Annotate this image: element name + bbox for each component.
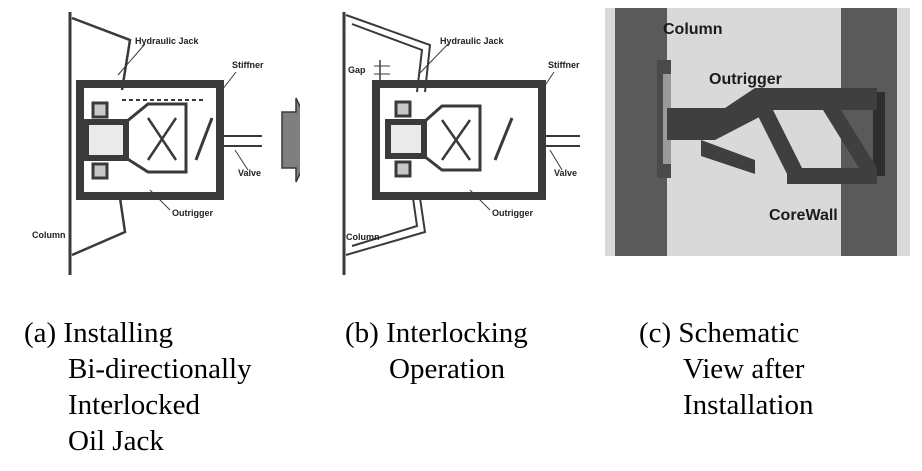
jack-cap-top — [91, 101, 109, 119]
outrigger-bottom-chord — [787, 168, 877, 184]
outrigger-lower-arm — [701, 140, 755, 174]
upper-bracket-inner — [351, 23, 424, 93]
label-hydraulic-jack: Hydraulic Jack — [135, 36, 200, 46]
outrigger-upper-arm — [667, 88, 877, 140]
upper-bracket — [71, 16, 132, 91]
leader-stiffner — [541, 71, 555, 91]
label-outrigger: Outrigger — [172, 208, 213, 218]
truss-diag-2 — [146, 117, 178, 161]
caption-b-line-1: (b) Interlocking — [345, 317, 528, 349]
outrigger-box — [76, 80, 224, 200]
diagram-panel-a: Hydraulic Jack Stiffner Valve Outrigger … — [0, 0, 300, 290]
caption-a: (a) Installing Bi-directionally Interloc… — [24, 315, 252, 459]
caption-b: (b) Interlocking Operation — [345, 315, 528, 387]
label-hydraulic-jack: Hydraulic Jack — [440, 36, 505, 46]
outrigger-diagonal — [755, 110, 805, 174]
caption-c-line-2: View after — [683, 353, 805, 385]
label-valve: Valve — [554, 168, 577, 178]
jack-body — [385, 119, 427, 159]
jack-body — [83, 119, 129, 161]
caption-c-line-3: Installation — [683, 389, 814, 421]
core-wall-bracket — [873, 92, 885, 176]
jack-cap-bottom — [91, 162, 109, 180]
label-column: Column — [663, 21, 723, 38]
lower-bracket-inner — [351, 197, 419, 247]
interlocking-diagram: Hydraulic Jack Gap Stiffner Valve Outrig… — [342, 12, 580, 275]
leader-jack — [117, 43, 146, 76]
diagram-panel-c: Column Outrigger CoreWall — [605, 0, 915, 260]
stiffner-bar — [194, 117, 214, 161]
caption-a-line-4: Oil Jack — [68, 425, 164, 457]
label-column: Column — [346, 232, 380, 242]
lower-bracket-outer — [345, 197, 427, 256]
label-column: Column — [32, 230, 66, 240]
upper-bracket-outer — [345, 14, 432, 93]
caption-c-line-1: (c) Schematic — [639, 317, 800, 349]
caption-c: (c) Schematic View after Installation — [639, 315, 813, 423]
outrigger-box — [372, 80, 546, 200]
jack-cap-top — [394, 100, 412, 118]
leader-jack — [417, 43, 449, 76]
leader-outrigger — [469, 189, 491, 211]
jack-cap-bottom — [394, 160, 412, 178]
label-gap: Gap — [348, 65, 366, 75]
lower-bracket — [71, 197, 127, 257]
leader-stiffner — [221, 71, 237, 91]
diagram-panel-b: Hydraulic Jack Gap Stiffner Valve Outrig… — [330, 0, 595, 290]
right-arrow-icon — [281, 97, 300, 183]
stiffner-bar — [493, 117, 514, 161]
label-outrigger: Outrigger — [492, 208, 533, 218]
leader-valve — [234, 149, 249, 171]
truss-diag-2 — [440, 119, 472, 161]
installing-jack-diagram: Hydraulic Jack Stiffner Valve Outrigger … — [32, 12, 300, 275]
leader-outrigger — [149, 189, 171, 211]
caption-a-line-2: Bi-directionally — [68, 353, 252, 385]
outrigger-diagonal-2 — [823, 110, 877, 168]
caption-b-line-2: Operation — [389, 353, 505, 385]
truss-outline — [423, 104, 482, 172]
leader-valve — [549, 149, 563, 171]
truss-outline — [125, 102, 188, 174]
caption-a-line-3: Interlocked — [68, 389, 201, 421]
label-outrigger: Outrigger — [709, 71, 782, 88]
caption-a-line-1: (a) Installing — [24, 317, 173, 349]
installation-schematic-view: Column Outrigger CoreWall — [605, 8, 910, 256]
label-valve: Valve — [238, 168, 261, 178]
label-stiffner: Stiffner — [232, 60, 264, 70]
label-corewall: CoreWall — [769, 207, 838, 224]
label-stiffner: Stiffner — [548, 60, 580, 70]
